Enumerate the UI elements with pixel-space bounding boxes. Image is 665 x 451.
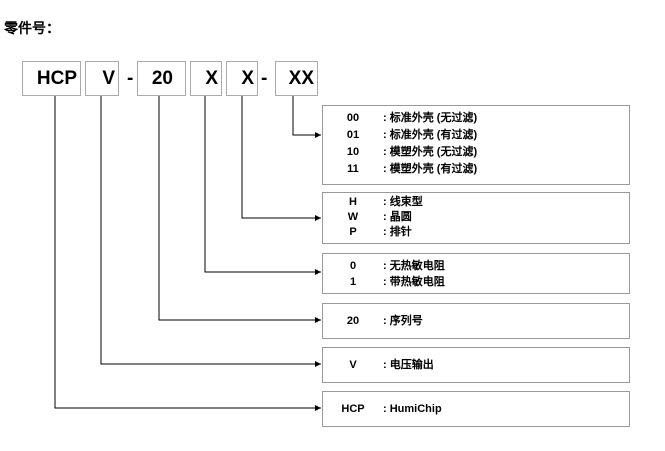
page-title: 零件号： (4, 20, 60, 36)
option-code: 10 (346, 146, 360, 158)
segment-20: 20 (137, 61, 186, 96)
option-code: V (349, 359, 357, 371)
segment-x2: X (226, 61, 258, 96)
option-code: 0 (349, 260, 357, 272)
connector-x1 (204, 96, 321, 275)
option-row: HCP : HumiChip (323, 401, 629, 418)
option-description: : 模塑外壳 (无过滤) (383, 146, 478, 158)
option-box-output: V : 电压输出 (322, 347, 630, 383)
option-code: 1 (349, 276, 357, 288)
option-row: V : 电压输出 (323, 357, 629, 374)
option-box-housing: 00 : 标准外壳 (无过滤) 01 : 标准外壳 (有过滤) 10 : 模塑外壳 (… (322, 105, 630, 185)
option-description: : 模塑外壳 (有过滤) (383, 163, 478, 175)
option-description: : 线束型 (383, 196, 423, 208)
option-box-connector: H : 线束型 W : 晶圆 P : 排针 (322, 192, 630, 244)
option-box-product: HCP : HumiChip (322, 391, 630, 427)
option-code: 00 (346, 112, 360, 124)
option-code: 20 (346, 315, 360, 327)
segment-xx: XX (275, 61, 318, 96)
option-description: : 序列号 (383, 315, 423, 327)
option-description: : 无热敏电阻 (383, 260, 445, 272)
option-row: 11 : 模塑外壳 (有过滤) (323, 161, 629, 178)
connector-20 (158, 96, 321, 323)
option-row: P : 排针 (323, 225, 629, 240)
option-row: 00 : 标准外壳 (无过滤) (323, 110, 629, 127)
option-description: : 标准外壳 (有过滤) (383, 129, 478, 141)
option-row: 0 : 无热敏电阻 (323, 258, 629, 274)
connector-xx (292, 96, 321, 138)
segment-x1: X (190, 61, 222, 96)
option-row: 1 : 带热敏电阻 (323, 274, 629, 290)
option-box-series: 20 : 序列号 (322, 303, 630, 339)
option-description: : 标准外壳 (无过滤) (383, 112, 478, 124)
option-description: : HumiChip (383, 403, 442, 415)
separator-dash: - (127, 68, 134, 89)
option-description: : 电压输出 (383, 359, 434, 371)
option-description: : 晶圆 (383, 211, 412, 223)
connector-hcp (54, 96, 321, 411)
option-row: 01 : 标准外壳 (有过滤) (323, 127, 629, 144)
option-description: : 带热敏电阻 (383, 276, 445, 288)
option-code: W (347, 211, 359, 223)
option-row: W : 晶圆 (323, 210, 629, 225)
option-row: 20 : 序列号 (323, 313, 629, 330)
option-box-thermistor: 0 : 无热敏电阻 1 : 带热敏电阻 (322, 253, 630, 294)
connector-v (100, 96, 321, 367)
separator-dash: - (261, 68, 268, 89)
option-row: 10 : 模塑外壳 (无过滤) (323, 144, 629, 161)
option-row: H : 线束型 (323, 195, 629, 210)
option-code: 11 (347, 163, 359, 175)
option-code: H (349, 196, 357, 208)
option-code: P (349, 226, 357, 238)
connector-x2 (241, 96, 321, 221)
option-code: 01 (346, 129, 360, 141)
segment-hcp: HCP (22, 61, 81, 96)
segment-v: V (85, 61, 119, 96)
option-description: : 排针 (383, 226, 412, 238)
option-code: HCP (341, 403, 365, 415)
